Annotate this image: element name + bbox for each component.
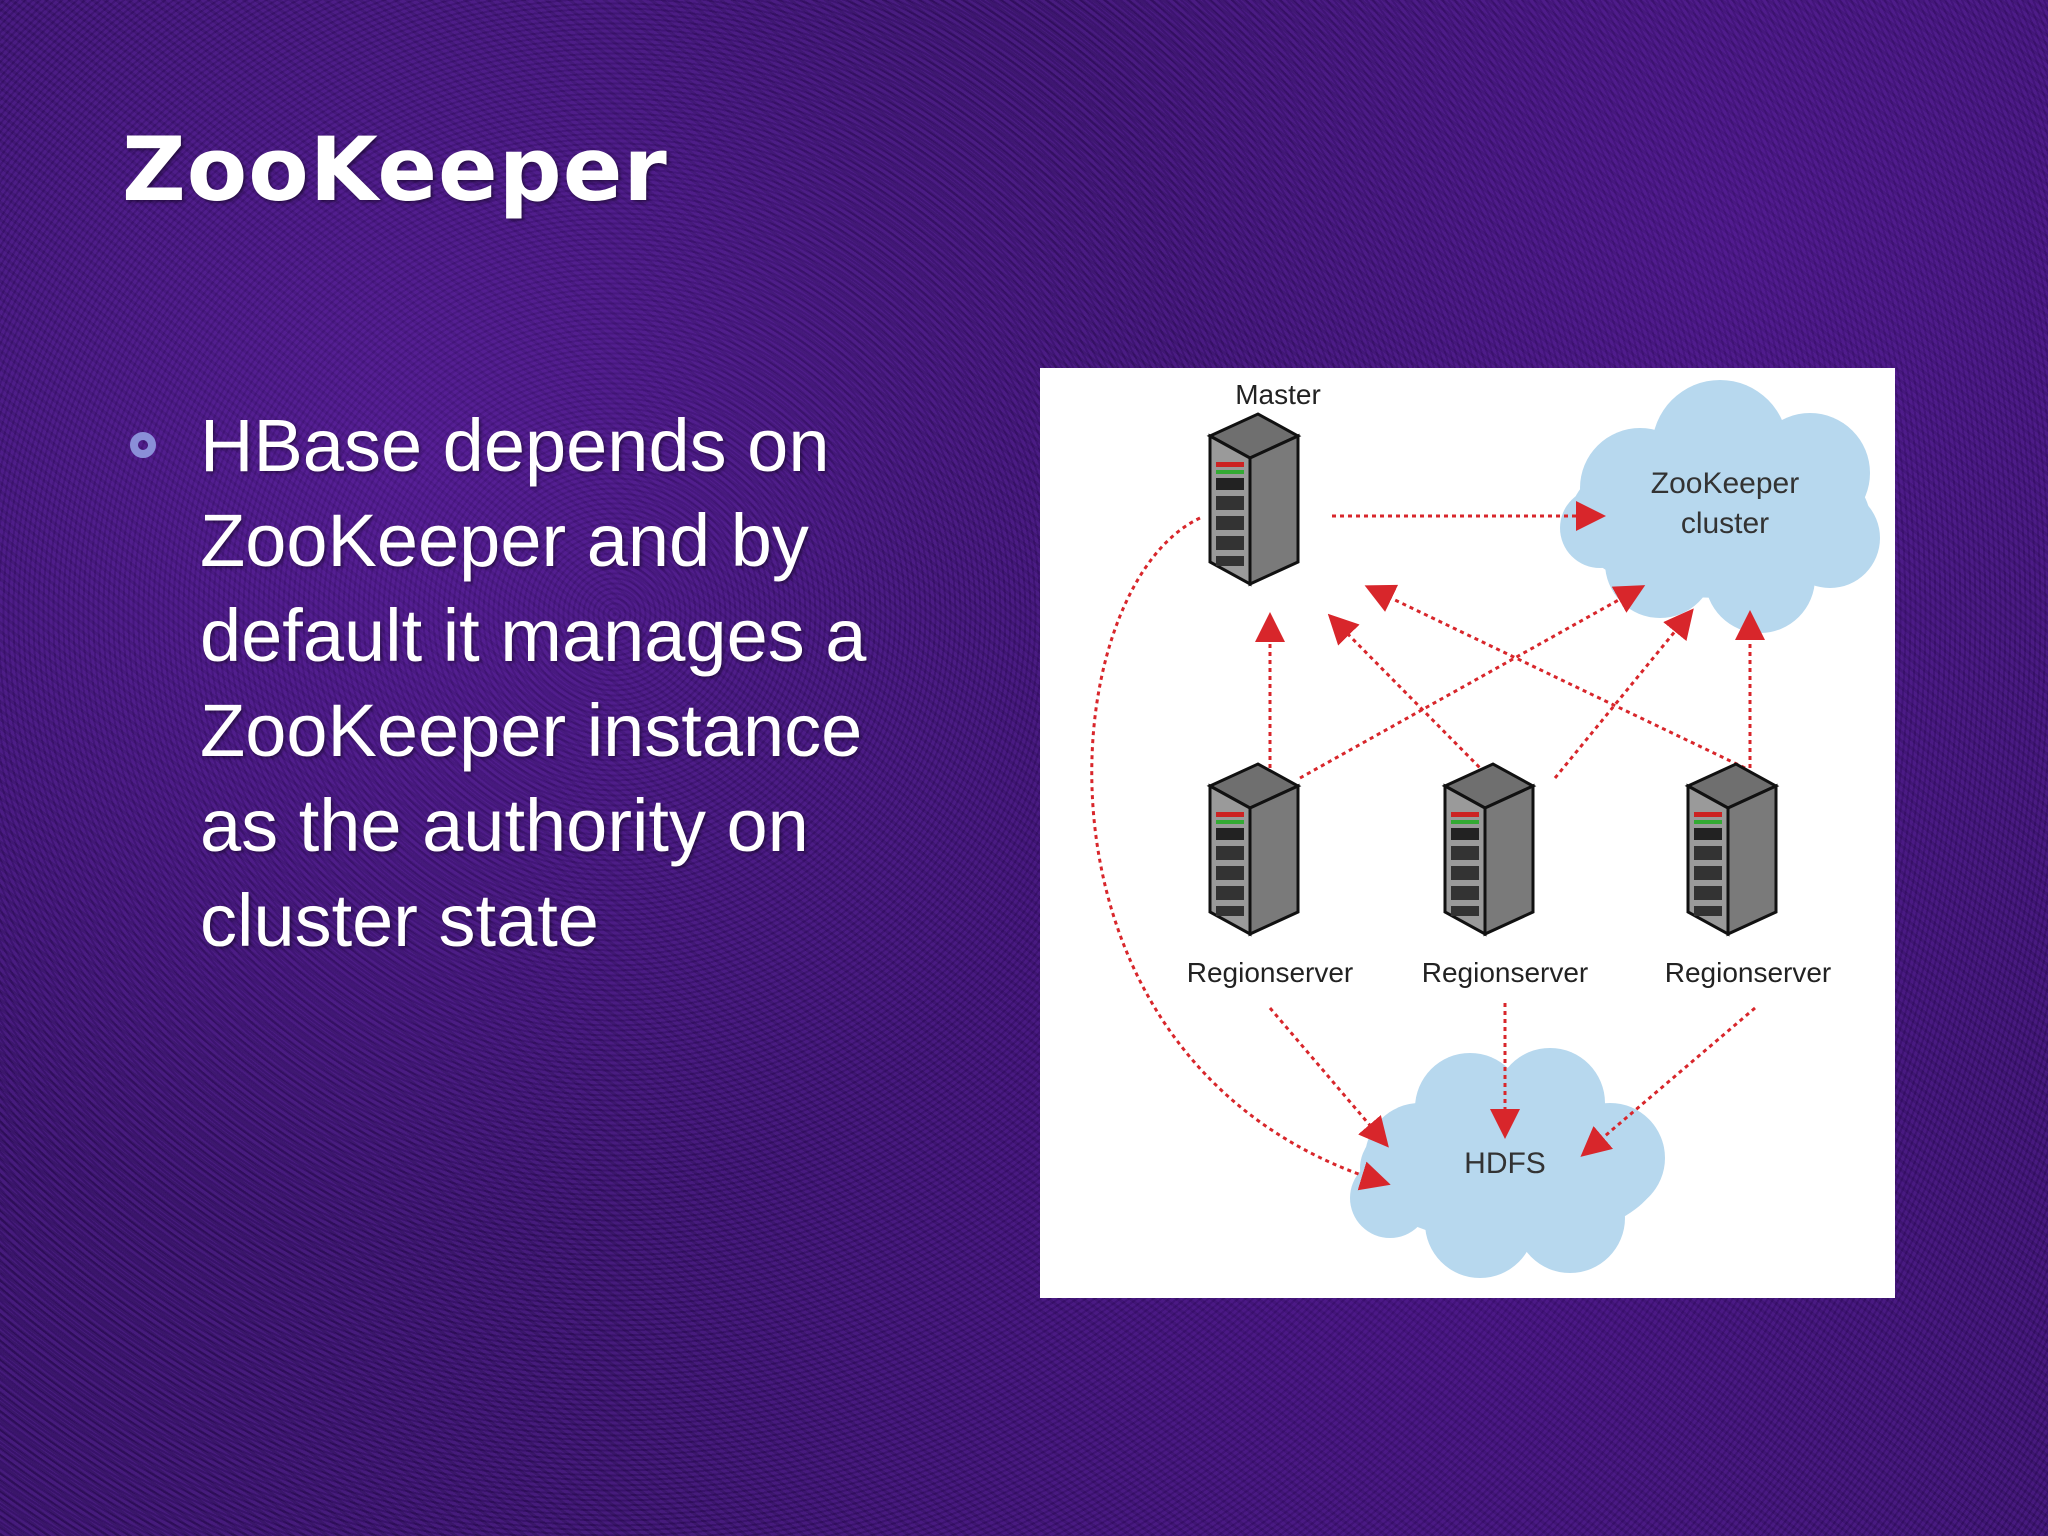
arrow-rs1-zookeeper: [1299, 585, 1646, 780]
bullet-text: HBase depends on ZooKeeper and by defaul…: [200, 404, 867, 962]
arrow-rs1-hdfs: [1268, 1007, 1389, 1148]
regionserver-1-label: Regionserver: [1187, 957, 1354, 988]
slide-title: ZooKeeper: [122, 118, 668, 221]
ring-bullet-icon: [130, 432, 156, 458]
arrow-rs3-master: [1364, 584, 1746, 770]
bullet-list: HBase depends on ZooKeeper and by defaul…: [128, 398, 948, 968]
regionserver-3-label: Regionserver: [1665, 957, 1832, 988]
architecture-diagram: ZooKeeper cluster HDFS: [1040, 368, 1895, 1298]
diagram-canvas: ZooKeeper cluster HDFS: [1090, 379, 1880, 1278]
arrow-master-hdfs: [1090, 516, 1391, 1191]
arrow-group: [1090, 501, 1765, 1191]
regionserver-1-server-icon: [1208, 762, 1300, 936]
regionserver-2-label: Regionserver: [1422, 957, 1589, 988]
master-label: Master: [1235, 379, 1321, 410]
arrow-rs3-hdfs: [1580, 1006, 1756, 1157]
bullet-item: HBase depends on ZooKeeper and by defaul…: [128, 398, 948, 968]
regionserver-3-server-icon: [1686, 762, 1778, 936]
zookeeper-cluster-label: cluster: [1681, 507, 1769, 540]
regionserver-2-server-icon: [1443, 762, 1535, 936]
arrow-rs2-master: [1327, 613, 1487, 775]
master-server-icon: [1208, 412, 1300, 586]
zookeeper-label: ZooKeeper: [1651, 467, 1799, 500]
hdfs-label: HDFS: [1464, 1147, 1546, 1180]
arrow-rs2-zookeeper: [1553, 608, 1694, 779]
